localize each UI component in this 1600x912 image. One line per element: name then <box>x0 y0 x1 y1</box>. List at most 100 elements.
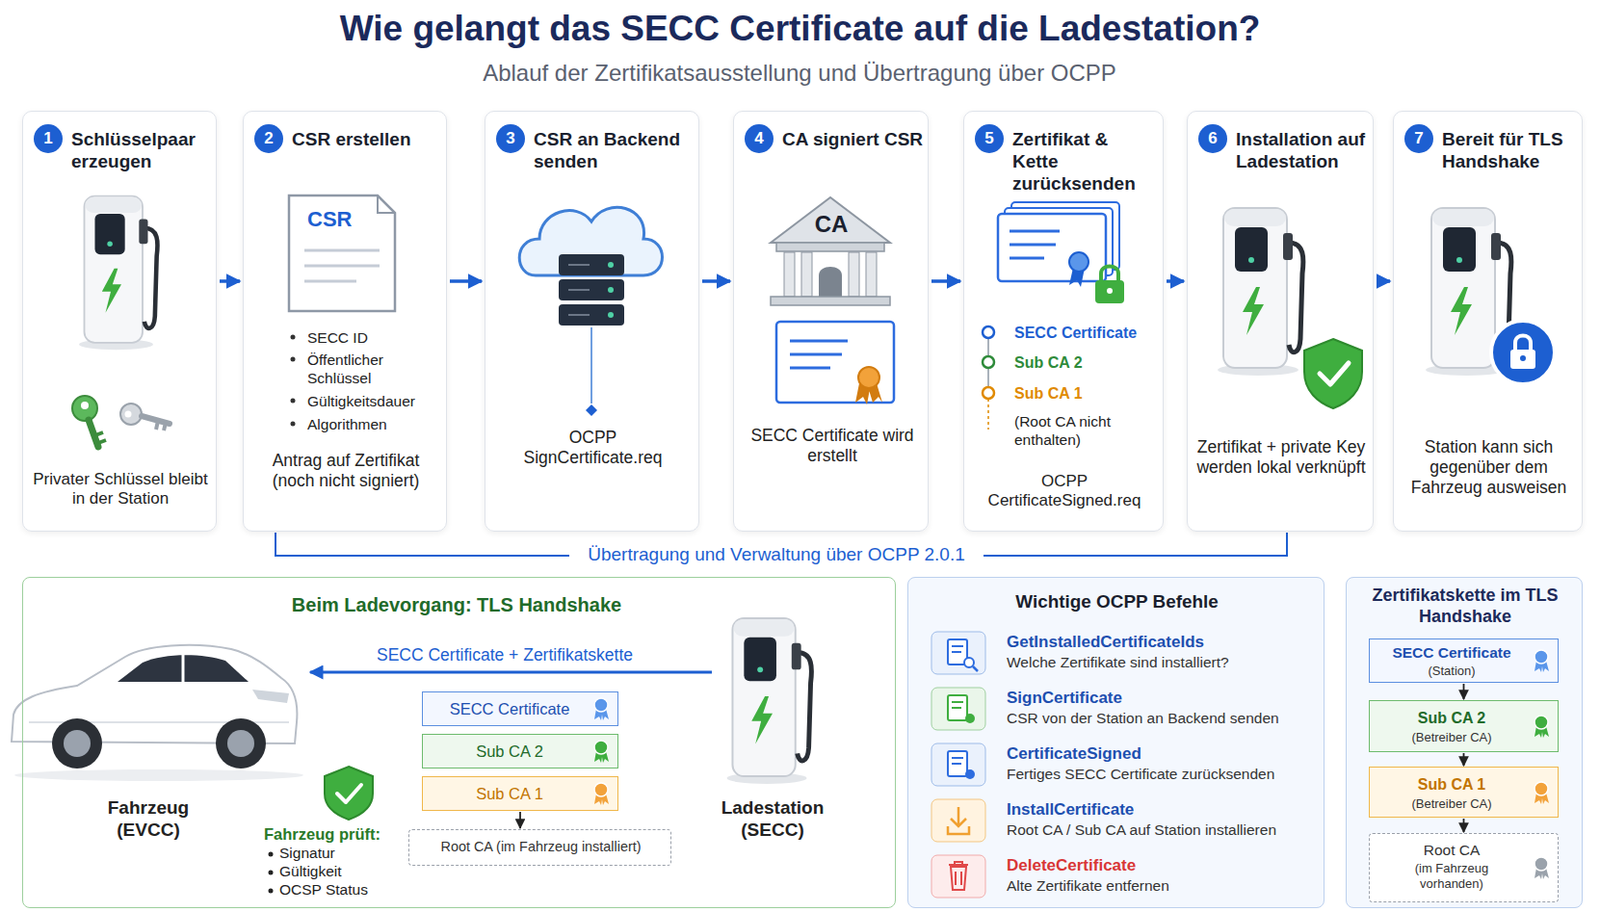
panel-box: Zertifikatskette im TLS HandshakeSECC Ce… <box>1345 577 1583 909</box>
command-icons <box>948 862 969 891</box>
ribbon-seal <box>1534 782 1548 796</box>
node-heading: Zertifikat & Kette zurücksenden <box>1012 129 1159 195</box>
car-illustration <box>215 718 266 769</box>
command-icons <box>931 687 986 731</box>
node-text: CA <box>800 210 863 239</box>
node-text: Algorithmen <box>307 416 433 435</box>
command-icons <box>947 695 968 721</box>
node-text: OCPP SignCertificate.req <box>505 427 681 469</box>
node-heading: Beim Ladevorgang: TLS Handshake <box>196 593 717 617</box>
panel-fills <box>907 577 1583 909</box>
card3-illustration <box>607 287 614 293</box>
flow-arrow <box>931 279 961 284</box>
node-heading: Installation auf Ladestation <box>1235 129 1369 174</box>
card4-illustration <box>818 266 842 297</box>
step-card: CA signiert CSRCASECC Certificate wird e… <box>733 110 929 532</box>
label-text: InstallCertificate <box>1006 800 1315 820</box>
handshake-illustration <box>337 785 362 803</box>
card5-illustration <box>1095 280 1125 304</box>
node-heading: Bereit für TLS Handshake <box>1442 129 1578 174</box>
card3-illustration <box>519 207 662 417</box>
label-text: Übertragung und Verwaltung über OCPP 2.0… <box>569 544 984 567</box>
card1-illustration <box>141 416 170 424</box>
car-illustration <box>252 689 289 704</box>
subtitle: Ablauf der Zertifikatsausstellung und Üb… <box>317 59 1282 88</box>
card2-illustration <box>304 250 380 282</box>
certificate-box: Sub CA 2(Betreiber CA) <box>1368 700 1559 753</box>
callout-number: 1 <box>33 124 63 154</box>
card5-illustration <box>1069 252 1089 272</box>
card1-illustration <box>78 196 158 351</box>
card6-illustration <box>1217 208 1304 376</box>
node-text: (Station) <box>1369 663 1534 680</box>
command-icons <box>951 758 964 764</box>
node-text: SECC ID <box>307 329 433 348</box>
card7-illustration <box>1520 355 1526 362</box>
car-illustration <box>117 655 249 682</box>
card5-illustration <box>997 213 1106 282</box>
card4-illustration <box>865 252 877 297</box>
node-heading: Root CA <box>1369 841 1534 861</box>
card1-illustration <box>120 403 142 425</box>
certificate-box: Root CA(im Fahrzeug vorhanden) <box>1368 833 1559 903</box>
card2-illustration <box>290 335 296 341</box>
node-heading: CSR erstellen <box>291 129 443 152</box>
card2-illustration <box>377 195 395 213</box>
step-card: Schlüsselpaar erzeugenPrivater Schlüssel… <box>22 110 217 532</box>
ribbon-seal <box>594 740 608 755</box>
card5-illustration <box>982 387 995 399</box>
callout-number: 7 <box>1404 124 1434 154</box>
label-text: CSR von der Station an Backend senden <box>1006 709 1315 729</box>
card3-illustration <box>590 327 593 404</box>
command-icons <box>931 855 986 898</box>
card2-illustration <box>290 357 296 363</box>
handshake-illustration <box>268 618 813 894</box>
label-text: Welche Zertifikate sind installiert? <box>1006 654 1315 673</box>
card4-illustration <box>789 340 848 368</box>
card4-illustration <box>784 252 795 297</box>
node-heading: SECC Certificate <box>1369 644 1534 663</box>
ribbon-icon <box>592 697 610 721</box>
card4-illustration <box>770 197 894 405</box>
car-illustration <box>14 769 304 782</box>
card5-illustration <box>1009 231 1060 259</box>
card1-illustration <box>72 395 98 421</box>
panel-fills <box>1345 577 1583 909</box>
node-heading: Schlüsselpaar erzeugen <box>71 129 212 174</box>
card2-illustration <box>290 421 296 427</box>
handshake-illustration <box>727 618 813 785</box>
certificate-box: Root CA (im Fahrzeug installiert) <box>408 829 672 866</box>
command-icons <box>931 743 986 787</box>
ribbon-seal <box>594 698 608 712</box>
card3-illustration <box>585 404 598 417</box>
ribbon-icon <box>592 739 610 763</box>
card1-illustration <box>80 401 89 410</box>
ribbon-icon <box>1532 649 1550 673</box>
command-icons <box>951 646 964 653</box>
card7-illustration <box>1510 349 1536 369</box>
command-icons <box>931 631 986 898</box>
card7-illustration <box>1491 320 1555 385</box>
card4-illustration <box>770 296 891 306</box>
car-illustration <box>227 730 255 758</box>
card7-illustration <box>1515 336 1531 352</box>
label-text: Gültigkeit <box>279 863 424 882</box>
ribbon-seal <box>1534 715 1548 730</box>
certificate-box: Sub CA 1 <box>421 776 619 812</box>
command-icons <box>951 702 964 709</box>
card2-illustration <box>288 195 395 312</box>
node-heading: Root CA (im Fahrzeug installiert) <box>409 839 673 856</box>
label-text: Fahrzeug prüft: <box>263 825 457 845</box>
ribbon-icon <box>592 782 610 806</box>
node-text: Station kann sich gegenüber dem Fahrzeug… <box>1401 437 1576 499</box>
command-icons <box>965 769 975 780</box>
card6-illustration <box>1304 339 1363 409</box>
command-icons <box>972 666 978 672</box>
label-text: SECC Certificate + Zertifikatskette <box>350 645 659 666</box>
card7-illustration <box>1425 208 1555 385</box>
flow-arrow <box>1376 279 1391 284</box>
car-illustration <box>63 730 91 758</box>
label-text: Ladestation (SECC) <box>709 797 836 842</box>
ribbon-icon <box>1532 781 1550 805</box>
